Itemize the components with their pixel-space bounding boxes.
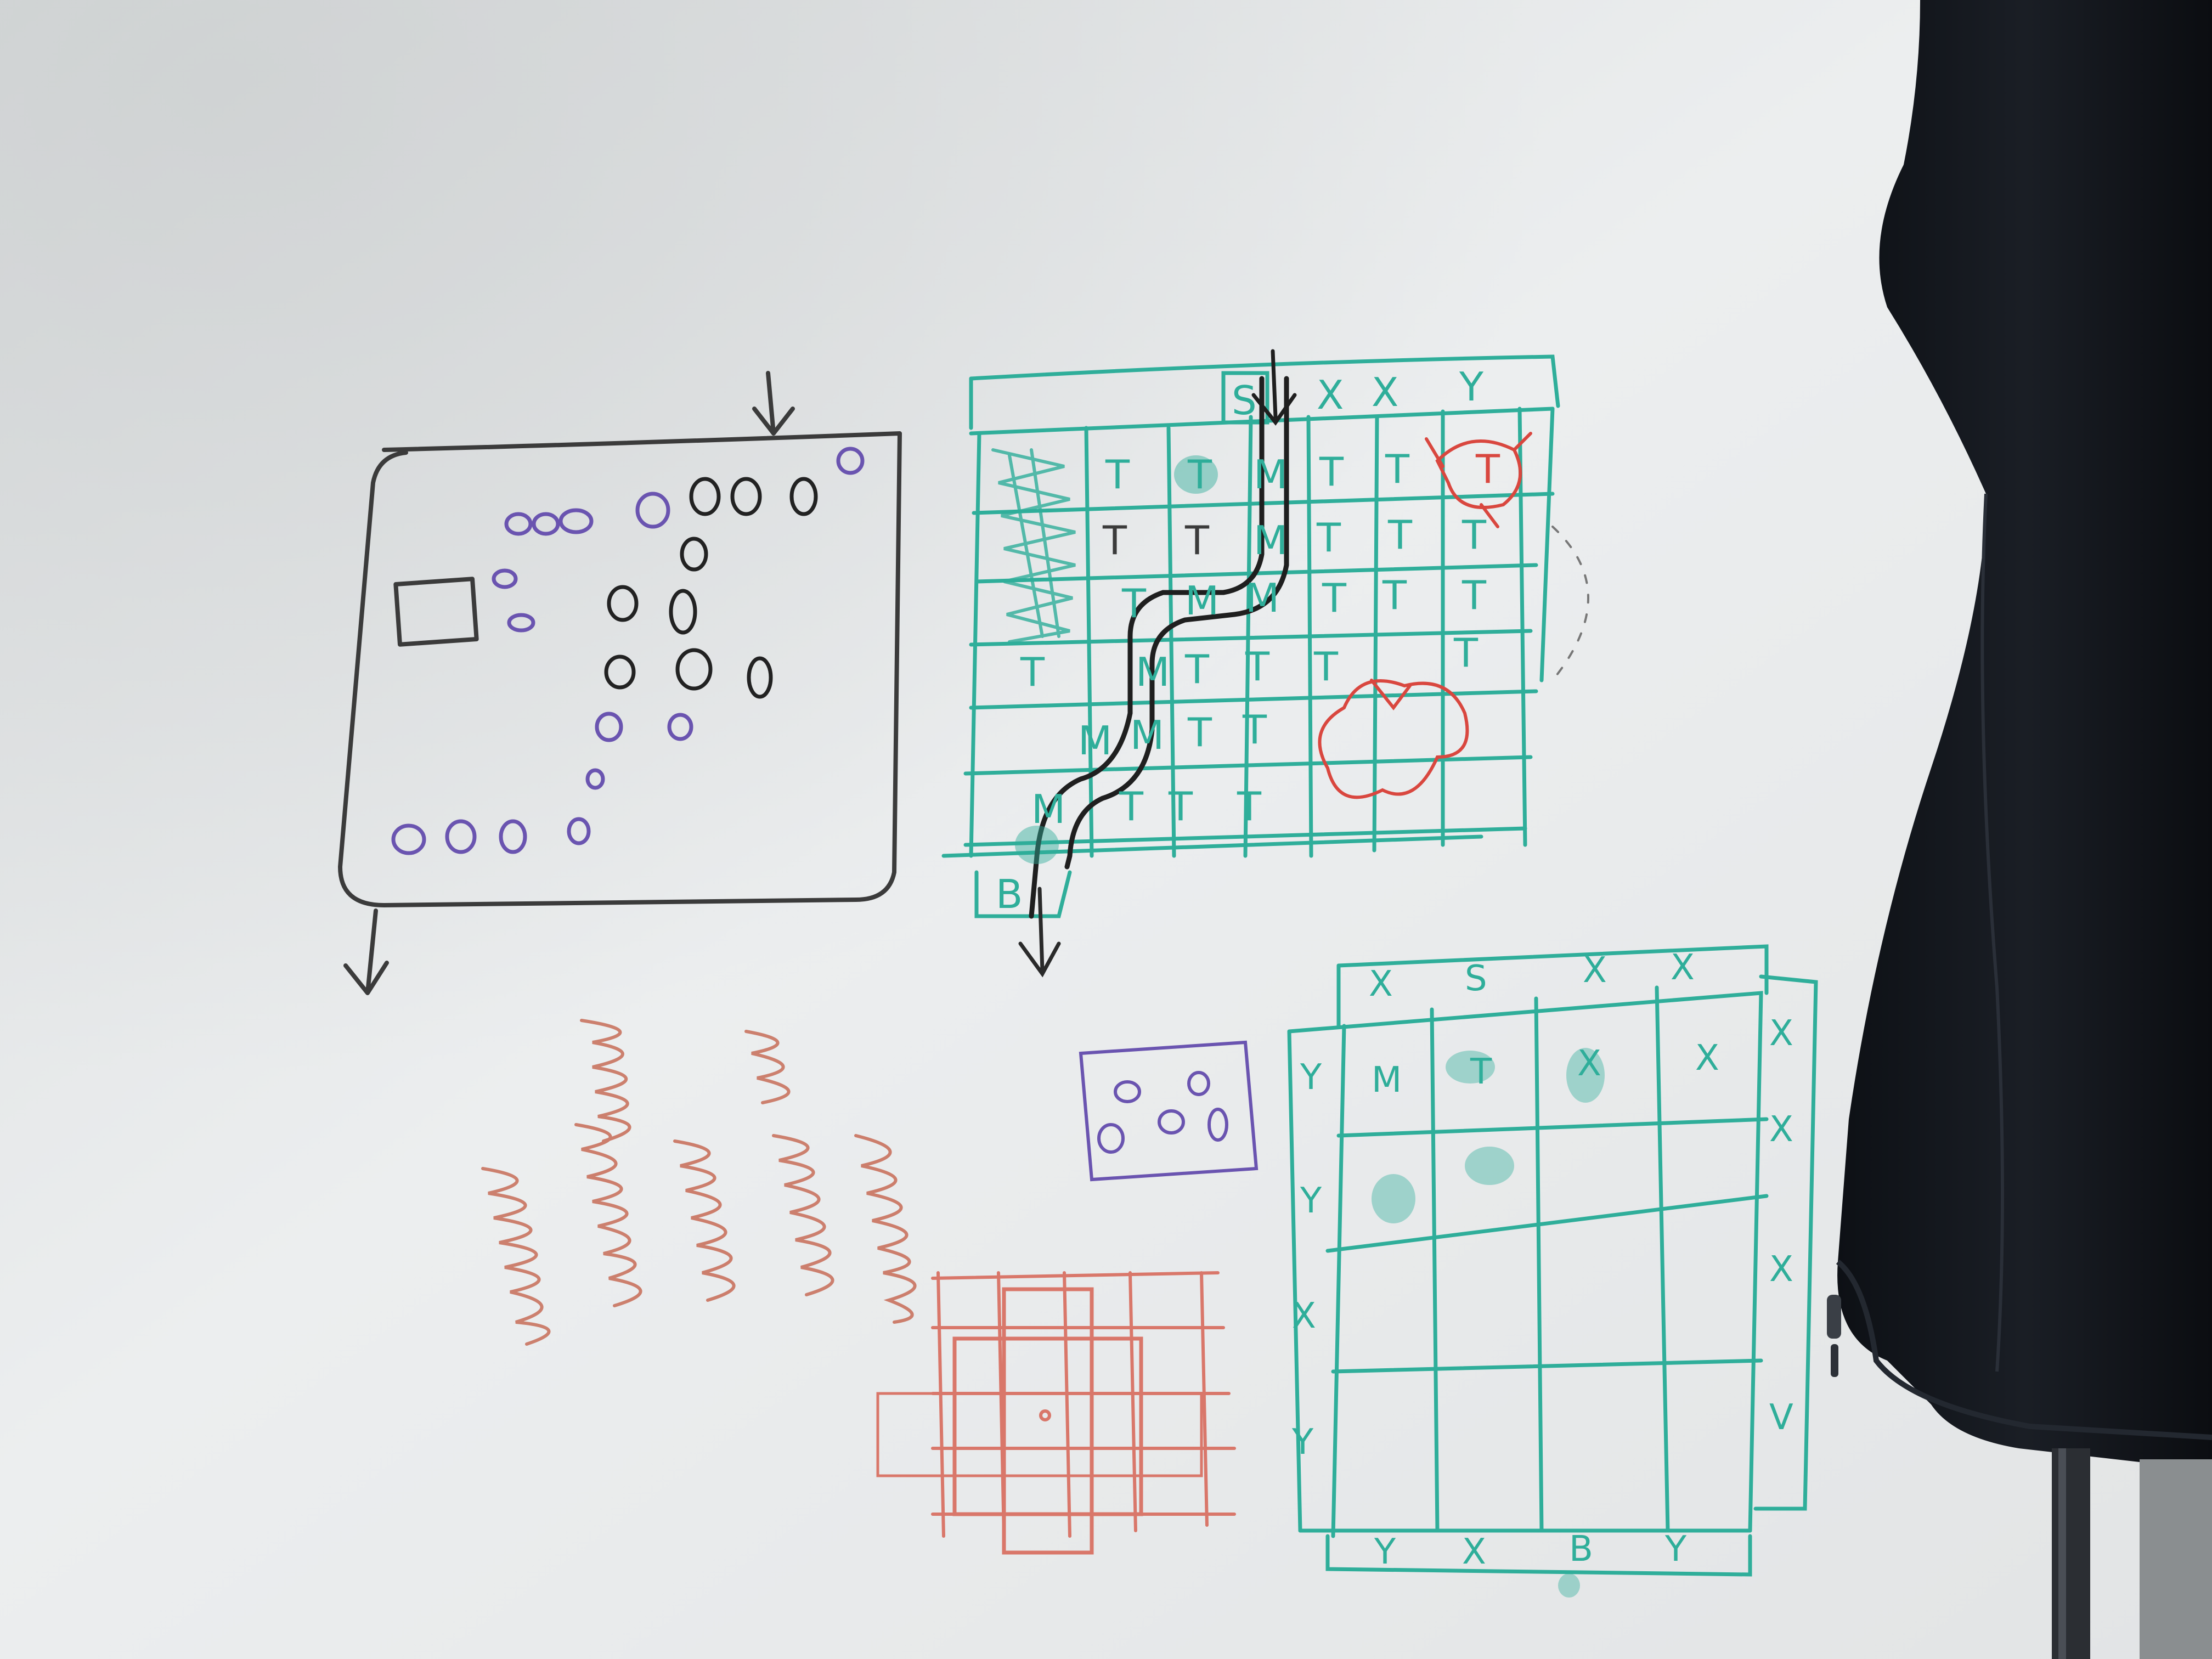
black-sketch-symbols xyxy=(604,477,818,699)
top-grid-cell: M xyxy=(1245,575,1279,621)
bottom-cell-label: X xyxy=(1695,1038,1719,1079)
top-grid-cell: T xyxy=(1102,517,1127,563)
top-grid-cell: T xyxy=(1385,446,1410,492)
top-grid-cell: M xyxy=(1031,786,1065,832)
teal-hatched-area xyxy=(991,448,1076,644)
zipper-pull-icon xyxy=(1831,1344,1838,1377)
top-grid-cell: T xyxy=(1475,446,1500,492)
top-grid-cell: T xyxy=(1382,572,1407,618)
top-grid-cell: T xyxy=(1020,649,1045,695)
bottom-bottom-label: X xyxy=(1462,1532,1486,1572)
top-grid-cell: M xyxy=(1185,578,1219,624)
bottom-top-label: X xyxy=(1369,964,1393,1005)
bottom-grid-labels: X S X X Y Y X Y X X X V Y X B Y M T X X xyxy=(1291,947,1793,1572)
purple-dice-box xyxy=(1079,1040,1259,1182)
black-maze-path xyxy=(1029,376,1265,919)
top-grid-header-x1: X xyxy=(1317,372,1344,418)
top-grid-cell: T xyxy=(1121,580,1147,627)
top-grid-cell: T xyxy=(1319,449,1344,495)
top-grid-header-y: Y xyxy=(1459,364,1484,410)
bottom-left-label: Y xyxy=(1300,1057,1322,1098)
bottom-right-label: X xyxy=(1769,1249,1793,1290)
bottom-top-label: X xyxy=(1583,950,1607,991)
top-grid-letters: S X X Y T T M T T T T T M T T T T M M T … xyxy=(996,364,1500,917)
top-grid-cell: T xyxy=(1187,709,1212,755)
bottom-bottom-label: Y xyxy=(1374,1532,1396,1572)
bottom-top-label: X xyxy=(1671,947,1695,988)
teal-bottom-blobs xyxy=(1372,1048,1605,1598)
top-grid-cell: M xyxy=(1254,452,1288,498)
bottom-cell-label: X xyxy=(1577,1043,1601,1084)
top-grid-cell: M xyxy=(1254,517,1288,563)
red-markings xyxy=(1318,432,1532,799)
top-grid-cell: M xyxy=(1078,718,1112,764)
top-grid-cell: T xyxy=(1242,707,1267,753)
top-grid-cell: T xyxy=(1462,572,1487,618)
top-grid-cell: M xyxy=(1136,649,1170,695)
top-grid-header-s: S xyxy=(1232,377,1257,424)
top-grid-header-x2: X xyxy=(1372,369,1398,415)
top-grid-cell: T xyxy=(1168,783,1193,830)
bottom-cell-label: T xyxy=(1470,1052,1492,1092)
zipper-pull-icon xyxy=(1827,1295,1841,1339)
teal-shaded-blobs xyxy=(1015,455,1218,864)
bottom-left-label: Y xyxy=(1300,1181,1322,1221)
top-grid-cell: T xyxy=(1187,452,1212,498)
coat-stand-pole xyxy=(2052,1448,2090,1659)
bottom-left-label: Y xyxy=(1291,1422,1314,1463)
top-grid-cell: T xyxy=(1184,646,1210,692)
bottom-right-label: X xyxy=(1769,1109,1793,1150)
purple-sketch-symbols xyxy=(391,447,865,855)
bottom-bottom-label: B xyxy=(1569,1529,1593,1570)
window-edge xyxy=(2140,1459,2212,1659)
top-grid-cell: T xyxy=(1316,515,1341,561)
black-jacket xyxy=(1827,0,2212,1659)
top-grid-exit-label: B xyxy=(996,871,1023,917)
top-grid-cell: T xyxy=(1245,644,1270,690)
top-grid-cell: T xyxy=(1119,783,1144,830)
top-grid-cell: T xyxy=(1322,575,1347,621)
top-grid-cell: T xyxy=(1387,512,1413,558)
top-grid-cell: M xyxy=(1130,712,1164,758)
top-grid-cell: T xyxy=(1453,630,1479,676)
black-grid-sketch xyxy=(338,371,902,995)
bottom-right-label: V xyxy=(1769,1397,1793,1438)
teal-map-grid xyxy=(941,349,1589,978)
top-grid-cell: T xyxy=(1237,783,1262,830)
top-grid-cell: T xyxy=(1313,644,1339,690)
teal-border-grid xyxy=(1287,944,1818,1577)
bottom-top-label: S xyxy=(1465,958,1487,999)
coat-stand-highlight xyxy=(2058,1448,2066,1659)
bottom-cell-label: M xyxy=(1372,1060,1402,1101)
bottom-bottom-label: Y xyxy=(1664,1529,1687,1570)
top-grid-cell: T xyxy=(1105,452,1130,498)
bottom-left-label: X xyxy=(1292,1296,1316,1336)
red-pattern-grid xyxy=(876,1271,1236,1555)
red-scribbles xyxy=(481,1019,917,1346)
bottom-right-label: X xyxy=(1769,1013,1793,1054)
top-grid-cell: T xyxy=(1184,517,1210,563)
top-grid-cell: T xyxy=(1462,512,1487,558)
